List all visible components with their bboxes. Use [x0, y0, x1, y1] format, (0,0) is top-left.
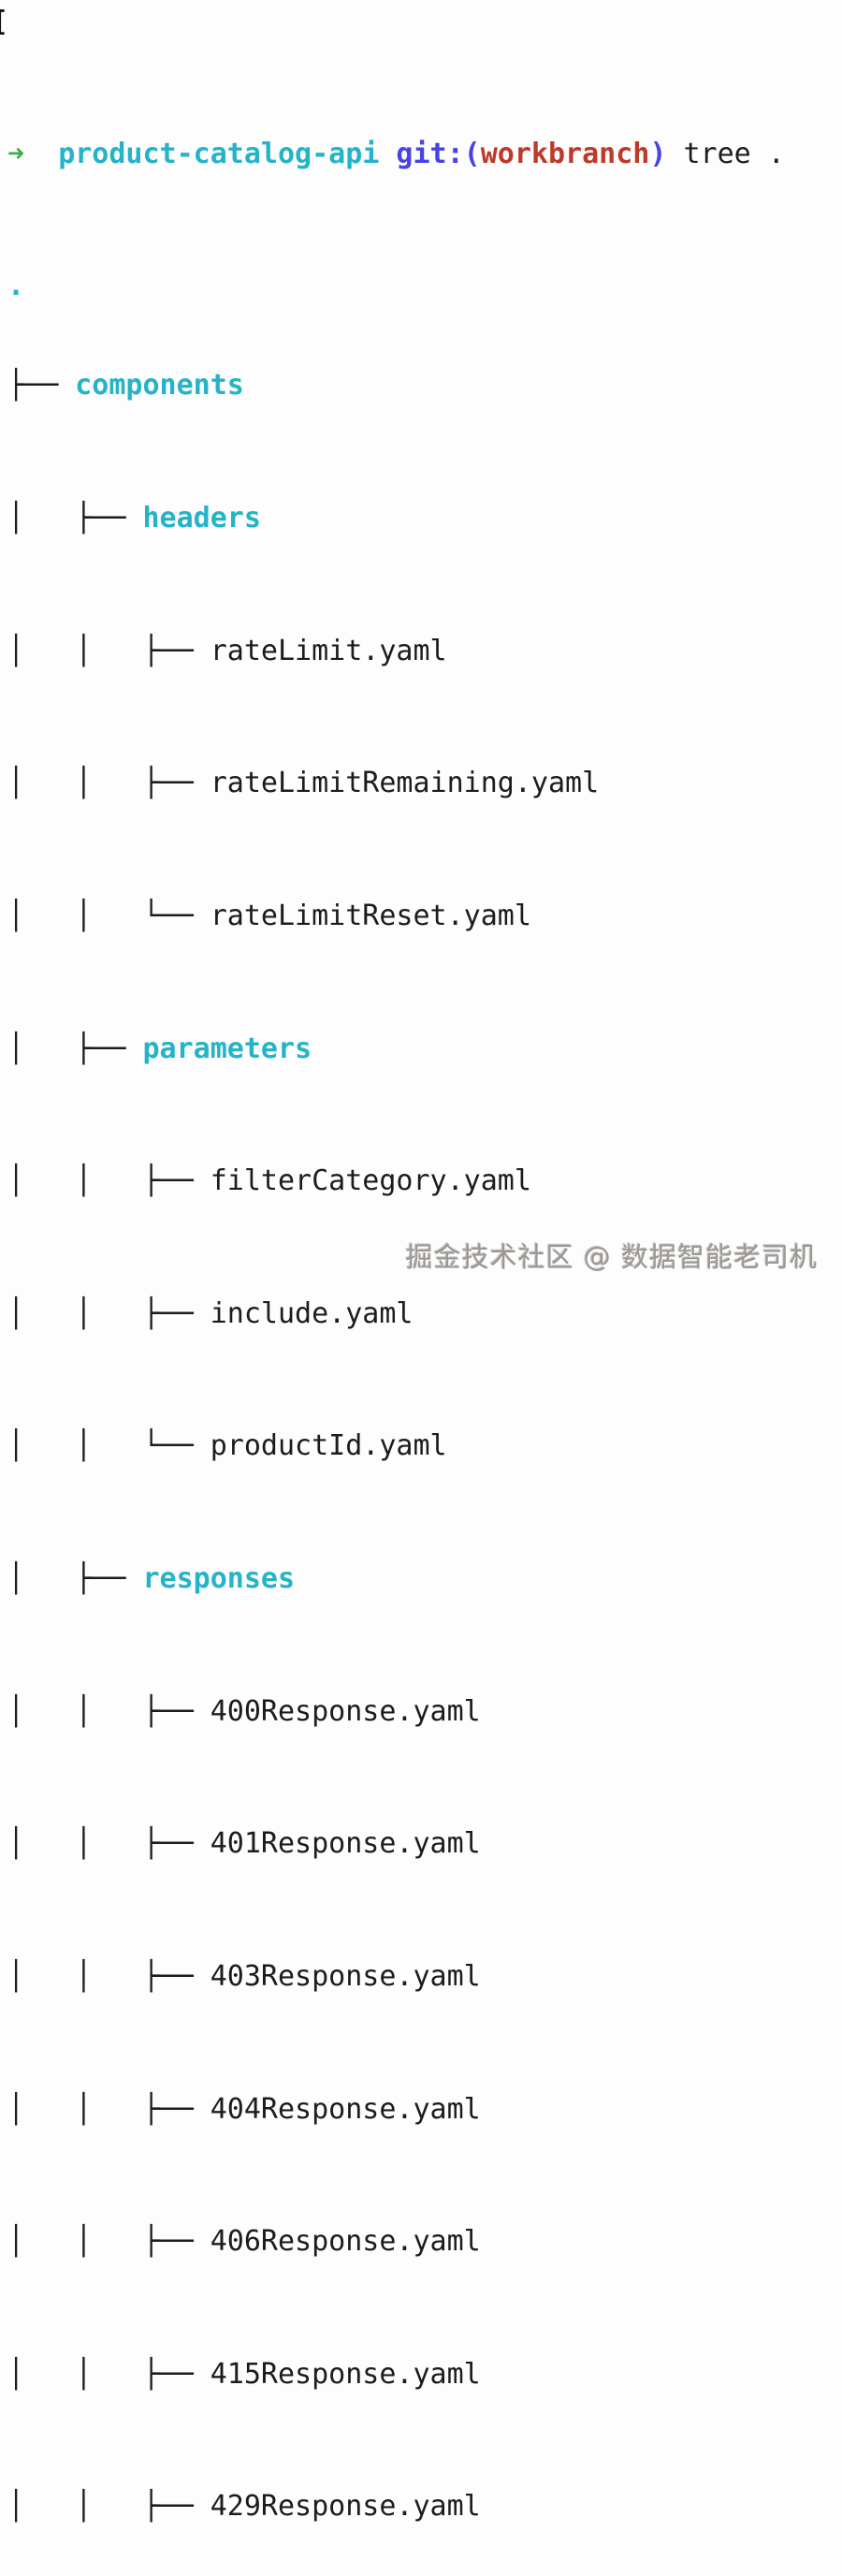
tree-node: │ │ ├── 404Response.yaml: [7, 2093, 842, 2126]
tree-branch-glyphs: │ │ ├──: [7, 1296, 210, 1330]
tree-branch-glyphs: │ │ ├──: [7, 767, 210, 800]
tree-node: │ │ ├── 406Response.yaml: [7, 2225, 842, 2258]
tree-root: .: [7, 270, 842, 302]
tree-branch-glyphs: │ ├──: [7, 1032, 143, 1065]
tree-node: │ │ ├── 429Response.yaml: [7, 2490, 842, 2523]
file-name: rateLimitRemaining.yaml: [210, 767, 600, 800]
directory-name: headers: [142, 502, 261, 535]
tree-branch-glyphs: │ │ ├──: [7, 1164, 210, 1198]
prompt-spacer: [24, 138, 58, 170]
file-name: include.yaml: [210, 1296, 414, 1330]
tree-output: . ├── components │ ├── headers │ │ ├── r…: [7, 270, 842, 2576]
file-name: 415Response.yaml: [210, 2357, 481, 2391]
tree-node: │ │ ├── 401Response.yaml: [7, 1827, 842, 1860]
tree-node: ├── components: [7, 369, 842, 402]
tree-branch-glyphs: │ │ └──: [7, 899, 210, 932]
file-name: rateLimit.yaml: [210, 634, 447, 667]
tree-branch-glyphs: │ │ ├──: [7, 1827, 210, 1861]
tree-branch-glyphs: │ │ └──: [7, 1429, 210, 1463]
tree-node: │ │ ├── 415Response.yaml: [7, 2358, 842, 2391]
file-name: 401Response.yaml: [210, 1827, 481, 1861]
tree-branch-glyphs: │ │ ├──: [7, 634, 210, 667]
tree-branch-glyphs: │ │ ├──: [7, 2490, 210, 2524]
tree-branch-glyphs: │ │ ├──: [7, 1694, 210, 1728]
prompt-cwd: product-catalog-api: [58, 137, 380, 170]
tree-node: │ │ └── productId.yaml: [7, 1429, 842, 1462]
file-name: productId.yaml: [210, 1429, 447, 1463]
tree-branch-glyphs: │ │ ├──: [7, 2092, 210, 2126]
file-name: rateLimitReset.yaml: [210, 899, 531, 932]
file-name: 400Response.yaml: [210, 1694, 481, 1728]
file-name: 429Response.yaml: [210, 2490, 481, 2524]
tree-node: │ │ ├── 400Response.yaml: [7, 1695, 842, 1728]
tree-node: │ │ ├── include.yaml: [7, 1297, 842, 1330]
prompt-space2: [666, 138, 683, 170]
prompt-space1: [379, 138, 396, 170]
tree-root-dot: .: [7, 270, 25, 303]
directory-name: parameters: [142, 1032, 312, 1065]
terminal-window[interactable]: [ ➜ product-catalog-api git:(workbranch)…: [0, 0, 842, 2523]
tree-node: │ │ ├── rateLimit.yaml: [7, 635, 842, 667]
file-name: 406Response.yaml: [210, 2225, 481, 2259]
watermark: 掘金技术社区 @ 数据智能老司机: [405, 1241, 818, 1273]
tree-node: │ ├── parameters: [7, 1032, 842, 1065]
tree-node: │ │ ├── 403Response.yaml: [7, 1960, 842, 1993]
tree-branch-glyphs: │ │ ├──: [7, 1959, 210, 1993]
git-close-paren: ): [649, 137, 667, 170]
tree-node: │ ├── responses: [7, 1562, 842, 1595]
git-branch-name: workbranch: [480, 137, 650, 170]
tree-branch-glyphs: │ │ ├──: [7, 2357, 210, 2391]
tree-node: │ │ └── rateLimitReset.yaml: [7, 900, 842, 932]
file-name: 404Response.yaml: [210, 2092, 481, 2126]
git-label: git:(: [396, 137, 481, 170]
directory-name: components: [75, 369, 244, 402]
tree-node: │ ├── headers: [7, 502, 842, 534]
directory-name: responses: [142, 1562, 296, 1596]
left-edge-artifact: [: [0, 6, 8, 38]
tree-node: │ │ ├── rateLimitRemaining.yaml: [7, 767, 842, 799]
tree-branch-glyphs: ├──: [7, 369, 76, 402]
shell-prompt: ➜ product-catalog-api git:(workbranch) t…: [7, 138, 842, 170]
tree-branch-glyphs: │ ├──: [7, 502, 143, 535]
tree-branch-glyphs: │ │ ├──: [7, 2225, 210, 2259]
file-name: 403Response.yaml: [210, 1959, 481, 1993]
tree-node: │ │ ├── filterCategory.yaml: [7, 1164, 842, 1197]
typed-command: tree .: [683, 137, 785, 170]
tree-branch-glyphs: │ ├──: [7, 1562, 143, 1596]
prompt-arrow-icon: ➜: [7, 137, 25, 170]
file-name: filterCategory.yaml: [210, 1164, 531, 1198]
